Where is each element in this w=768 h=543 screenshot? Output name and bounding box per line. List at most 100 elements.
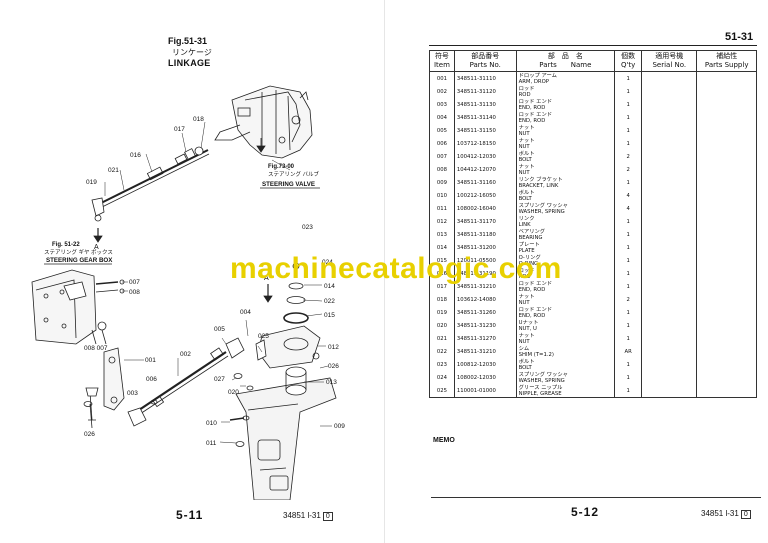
col-label: Name	[570, 61, 592, 69]
supply-cell	[696, 137, 757, 150]
callout: 026	[84, 431, 95, 438]
parts-name-jp: スプリング ワッシャ	[518, 371, 568, 378]
parts-name-en: END, ROD	[518, 117, 546, 124]
item-cell: 021	[429, 332, 455, 345]
parts-name-en: WASHER, SPRING	[518, 208, 565, 215]
qty-cell: 2	[614, 150, 643, 163]
exploded-parts-diagram: 018 017 016 021 019 A A 007 008 008 007 …	[31, 85, 345, 500]
serial-cell	[641, 202, 698, 215]
col-label: Q'ty	[620, 61, 636, 69]
serial-cell	[641, 215, 698, 228]
upper-leader-lines	[104, 121, 291, 196]
parts-no-cell: 348511-31110	[453, 71, 517, 85]
parts-no-cell: 348511-31130	[453, 98, 517, 111]
callout: 025	[258, 333, 269, 340]
parts-name-en: NUT	[518, 169, 530, 176]
parts-name-jp: ボルト	[518, 150, 535, 157]
supply-cell	[696, 202, 757, 215]
qty-cell: 1	[614, 384, 643, 398]
page-number: 5-11	[176, 508, 204, 522]
page-code-text: 34851 l-31	[701, 509, 739, 518]
supply-cell	[696, 254, 757, 267]
parts-name-jp: ロッド エンド	[518, 306, 553, 313]
callout: 009	[334, 423, 345, 430]
serial-cell	[641, 293, 698, 306]
parts-name-jp: スプリング ワッシャ	[518, 202, 568, 209]
parts-name-jp: ドロップ アーム	[518, 72, 557, 79]
callout: 016	[130, 152, 141, 159]
parts-no-cell: 348511-31180	[453, 228, 517, 241]
supply-cell	[696, 228, 757, 241]
callout: 008 007	[84, 345, 108, 352]
figure-title-jp: リンケージ	[172, 48, 212, 57]
parts-no-cell: 104412-12070	[453, 163, 517, 176]
callout-labels: 018 017 016 021 019 A A 007 008 008 007 …	[84, 116, 345, 447]
callout: 013	[326, 379, 337, 386]
supply-cell	[696, 241, 757, 254]
col-label-jp: 適用号機	[655, 52, 684, 60]
callout: 012	[328, 344, 339, 351]
serial-cell	[641, 228, 698, 241]
parts-no-cell: 348511-31120	[453, 85, 517, 98]
callout: 017	[174, 126, 185, 133]
qty-cell: 1	[614, 254, 643, 267]
revision-box: 0	[740, 510, 751, 519]
parts-name-en: NUT	[518, 299, 530, 306]
callout: 002	[180, 351, 191, 358]
bolts-007-008	[91, 279, 125, 345]
parts-name-jp: ロッド	[518, 85, 535, 92]
serial-cell	[641, 254, 698, 267]
item-cell: 011	[429, 202, 455, 215]
supply-cell	[696, 306, 757, 319]
steering-valve-drawing	[214, 85, 313, 159]
qty-cell: 1	[614, 306, 643, 319]
parts-name-jp: O-リング	[518, 254, 541, 261]
watermark-text: machinecatalogic.com	[230, 252, 562, 285]
parts-no-cell: 103612-14080	[453, 293, 517, 306]
parts-no-cell: 348511-31170	[453, 215, 517, 228]
serial-cell	[641, 345, 698, 358]
col-label-jp: 個数	[621, 52, 636, 60]
parts-name-en: SHIM (T=1.2)	[518, 351, 554, 358]
parts-name-jp: ロッド エンド	[518, 98, 553, 105]
supply-cell	[696, 124, 757, 137]
lower-leader-lines	[122, 281, 332, 444]
page-code-text: 34851 l-31	[283, 511, 321, 520]
callout: 023	[302, 224, 313, 231]
qty-cell: 1	[614, 267, 643, 280]
parts-no-cell: 108002-16040	[453, 202, 517, 215]
col-label: Parts	[539, 61, 557, 69]
col-label: Serial No.	[652, 61, 687, 69]
qty-cell: 4	[614, 189, 643, 202]
parts-name-jp: プレート	[518, 241, 540, 248]
parts-name-en: PLATE	[518, 247, 535, 254]
parts-no-cell: 108002-12030	[453, 371, 517, 384]
parts-name-en: NIPPLE, GREASE	[518, 390, 562, 397]
parts-name-en: ARM, DROP	[518, 78, 549, 85]
item-cell: 007	[429, 150, 455, 163]
item-cell: 015	[429, 254, 455, 267]
callout: 027	[214, 376, 225, 383]
top-rule	[429, 45, 757, 46]
item-cell: 006	[429, 137, 455, 150]
